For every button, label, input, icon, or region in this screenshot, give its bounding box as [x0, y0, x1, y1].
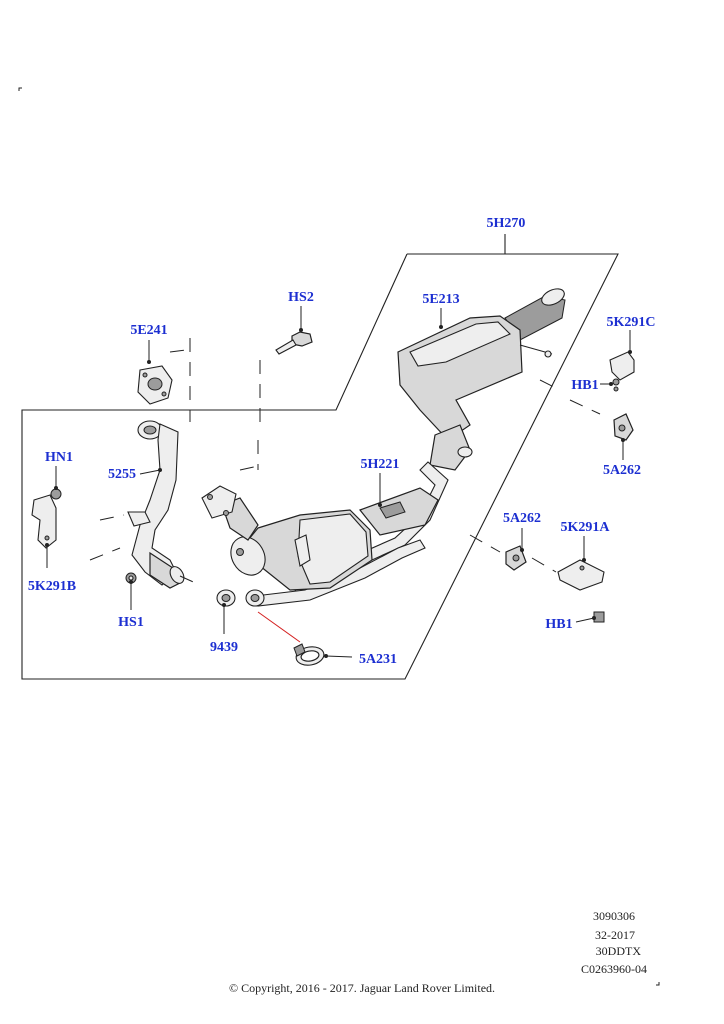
gasket-5E241-part	[137, 365, 173, 405]
leader-lines	[45, 306, 632, 658]
gasket-ring-9439-part	[216, 589, 265, 607]
callout-5A262-right[interactable]: 5A262	[603, 463, 641, 478]
bracket-5K291A-part	[557, 559, 605, 623]
corner-mark-bottom-right	[656, 982, 660, 986]
callout-5E213[interactable]: 5E213	[422, 292, 459, 307]
callout-HB1-bottom[interactable]: HB1	[545, 617, 572, 632]
alignment-lines	[89, 338, 601, 586]
callout-5E241[interactable]: 5E241	[130, 323, 167, 338]
callout-5255[interactable]: 5255	[108, 467, 136, 482]
callout-5A231[interactable]: 5A231	[359, 652, 397, 667]
callout-HN1[interactable]: HN1	[45, 450, 73, 465]
downpipe-part	[127, 420, 185, 589]
callout-5K291B[interactable]: 5K291B	[28, 579, 76, 594]
clamp-5A231-part	[293, 643, 325, 666]
bracket-5K291C-part	[609, 351, 635, 392]
rear-silencer-part	[397, 288, 566, 471]
callout-5K291A[interactable]: 5K291A	[561, 520, 611, 535]
callout-HS1[interactable]: HS1	[118, 615, 144, 630]
catalytic-converter-part	[201, 485, 373, 591]
bracket-5K291B-part	[31, 488, 62, 549]
callout-5A262-mid[interactable]: 5A262	[503, 511, 541, 526]
callout-HB1-top[interactable]: HB1	[571, 378, 598, 393]
corner-mark-top-left	[18, 87, 22, 91]
stud-HS2-part	[275, 331, 313, 355]
bolt-HS1-part	[125, 572, 137, 584]
illustration-id: 3090306	[593, 909, 635, 923]
illustration-reference: C0263960-04	[581, 962, 647, 976]
callout-HS2[interactable]: HS2	[288, 290, 314, 305]
hanger-5A262-lower-part	[505, 545, 527, 571]
callout-5H221[interactable]: 5H221	[361, 457, 400, 472]
callout-5H270[interactable]: 5H270	[487, 216, 526, 231]
illustration-date: 32-2017	[595, 928, 635, 942]
copyright-notice: © Copyright, 2016 - 2017. Jaguar Land Ro…	[228, 981, 496, 995]
callout-9439[interactable]: 9439	[210, 640, 238, 655]
hanger-5A262-upper-part	[613, 413, 634, 441]
illustration-engine-code: 30DDTX	[595, 944, 641, 958]
assembly-frame	[21, 234, 619, 680]
callout-5K291C[interactable]: 5K291C	[607, 315, 656, 330]
